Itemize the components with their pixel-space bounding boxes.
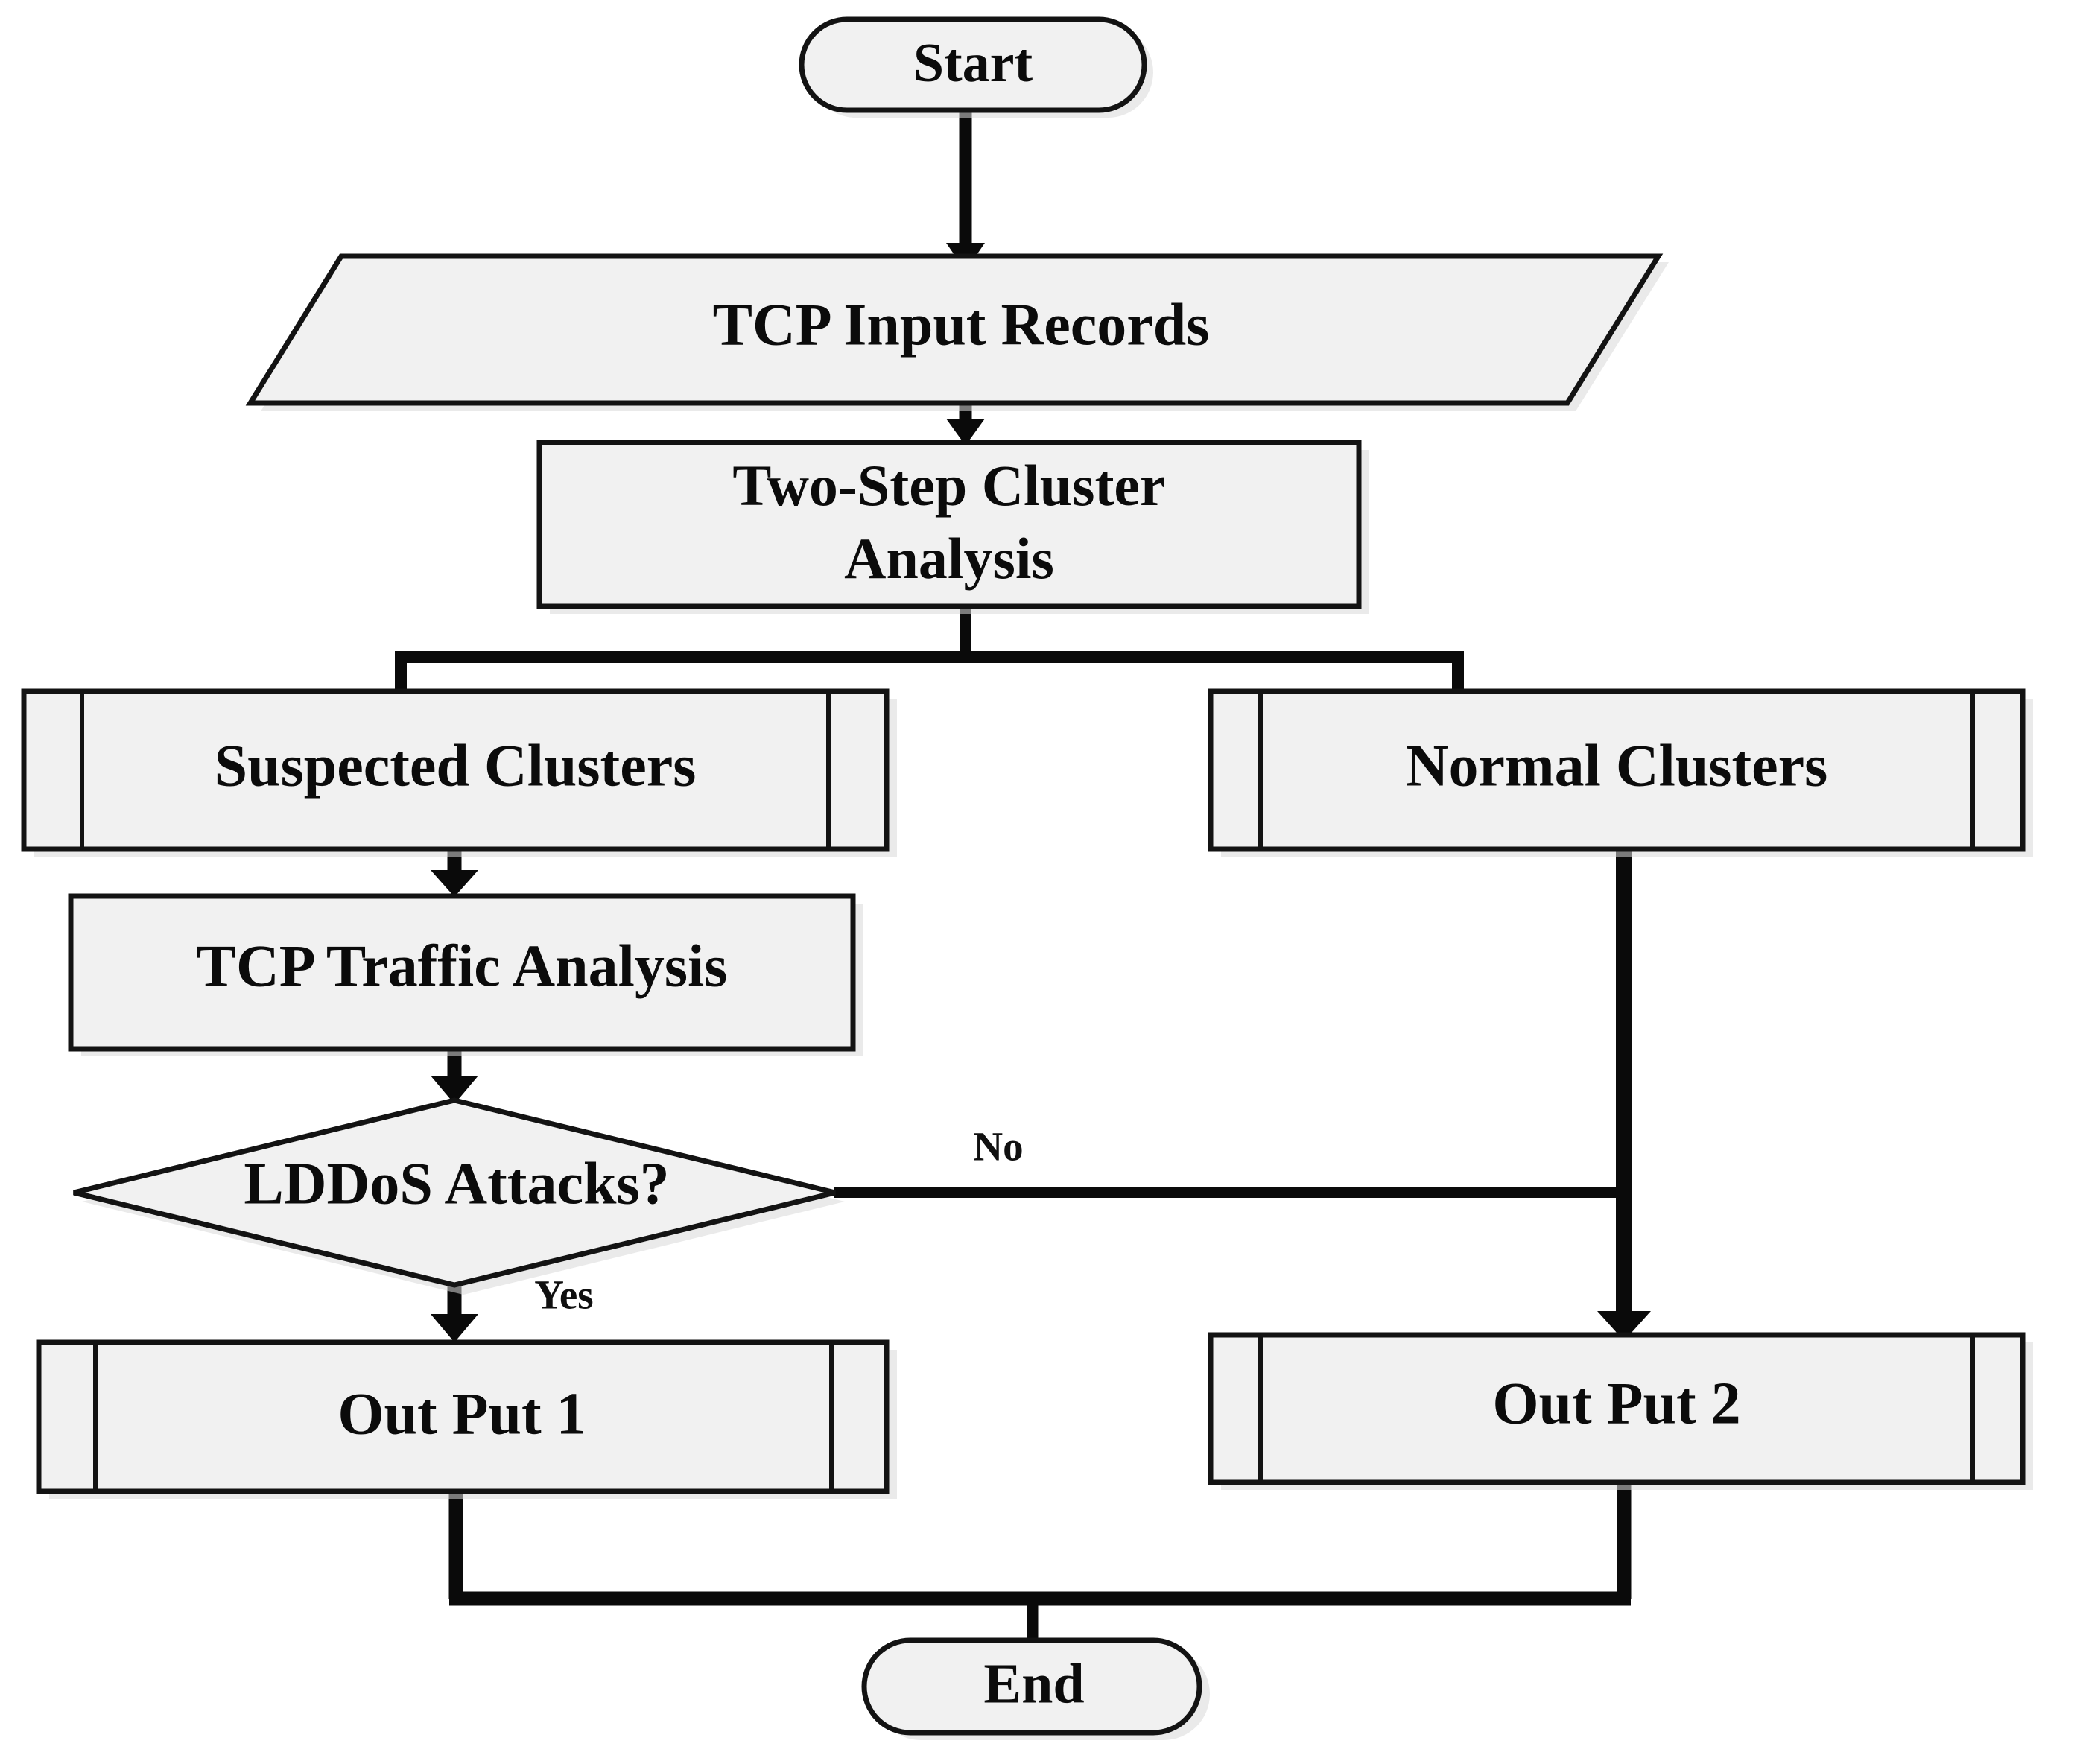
node-normal-clusters[interactable]: Normal Clusters: [1208, 688, 2033, 857]
end-label: End: [983, 1652, 1084, 1715]
arrowhead-output1: [431, 1314, 478, 1342]
node-tcp-traffic-analysis[interactable]: TCP Traffic Analysis: [68, 893, 863, 1056]
tcp-input-label: TCP Input Records: [713, 292, 1210, 358]
arrowhead-decision: [431, 1076, 478, 1104]
node-end[interactable]: End: [861, 1637, 1210, 1740]
suspected-shape: [21, 688, 890, 852]
tcp-traffic-shape: [68, 893, 856, 1052]
node-output-1[interactable]: Out Put 1: [36, 1339, 897, 1499]
edge-label-no: No: [973, 1124, 1023, 1170]
tcp-input-shape: [245, 253, 1664, 406]
suspected-label: Suspected Clusters: [215, 733, 697, 799]
node-output-2[interactable]: Out Put 2: [1208, 1332, 2033, 1490]
output2-shape: [1208, 1332, 2026, 1485]
arrowhead-two-step: [946, 419, 985, 445]
node-tcp-input[interactable]: TCP Input Records: [245, 253, 1669, 411]
node-lddos-decision[interactable]: LDDoS Attacks?: [73, 1097, 845, 1295]
decision-label: LDDoS Attacks?: [244, 1151, 669, 1216]
decision-shape: [73, 1097, 836, 1288]
arrowhead-output2: [1597, 1311, 1651, 1341]
start-label: Start: [913, 33, 1033, 94]
edge-label-yes: Yes: [534, 1272, 593, 1318]
node-start[interactable]: Start: [799, 16, 1153, 118]
end-shape: [861, 1637, 1202, 1736]
two-step-label-line1: Two-Step Cluster: [732, 453, 1165, 518]
output1-shape: [36, 1339, 890, 1494]
tcp-traffic-label: TCP Traffic Analysis: [197, 933, 728, 999]
arrowhead-tcp-traffic: [431, 870, 478, 897]
output1-label: Out Put 1: [337, 1381, 586, 1447]
normal-label: Normal Clusters: [1406, 733, 1828, 799]
connector-layer: [395, 112, 1651, 1643]
normal-shape: [1208, 688, 2026, 852]
node-suspected-clusters[interactable]: Suspected Clusters: [21, 688, 897, 857]
output2-label: Out Put 2: [1492, 1371, 1740, 1436]
node-two-step-cluster[interactable]: Two-Step Cluster Analysis: [536, 440, 1369, 614]
two-step-shape: [536, 440, 1362, 609]
two-step-label-line2: Analysis: [844, 526, 1054, 591]
start-shape: [799, 16, 1147, 113]
